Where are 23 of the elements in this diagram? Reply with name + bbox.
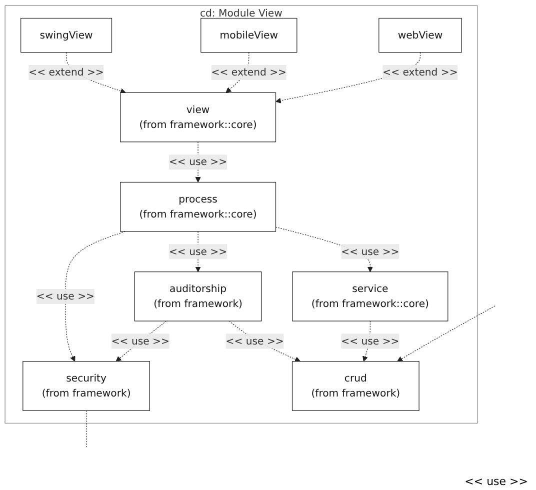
node-box: webView	[378, 18, 462, 53]
edge-label: << extend >>	[382, 66, 458, 78]
edge-label: << extend >>	[211, 66, 287, 78]
arrow	[397, 306, 496, 362]
stereotype-label: << use >>	[464, 475, 528, 488]
node-box: process (from framework::core)	[120, 182, 276, 232]
node-box: crud (from framework)	[292, 361, 420, 411]
connector	[86, 410, 87, 449]
edge-label: << use >>	[341, 334, 400, 347]
node-box: security (from framework)	[22, 361, 150, 411]
node-box: mobileView	[200, 18, 298, 53]
node-box: auditorship (from framework)	[134, 272, 262, 322]
edge-label: << use >>	[226, 334, 284, 347]
edge-label: << use >>	[168, 245, 228, 258]
edge-label: << use >>	[111, 334, 170, 347]
edge-label: << use >>	[36, 290, 95, 302]
edge-label: << extend >>	[28, 66, 104, 78]
edge-label: << use >>	[168, 156, 228, 168]
edge-label: << use >>	[341, 245, 400, 258]
node-box: swingView	[20, 18, 112, 53]
node-box: service (from framework::core)	[292, 272, 448, 322]
arrow	[65, 231, 126, 362]
node-box: view (from framework::core)	[120, 92, 276, 142]
